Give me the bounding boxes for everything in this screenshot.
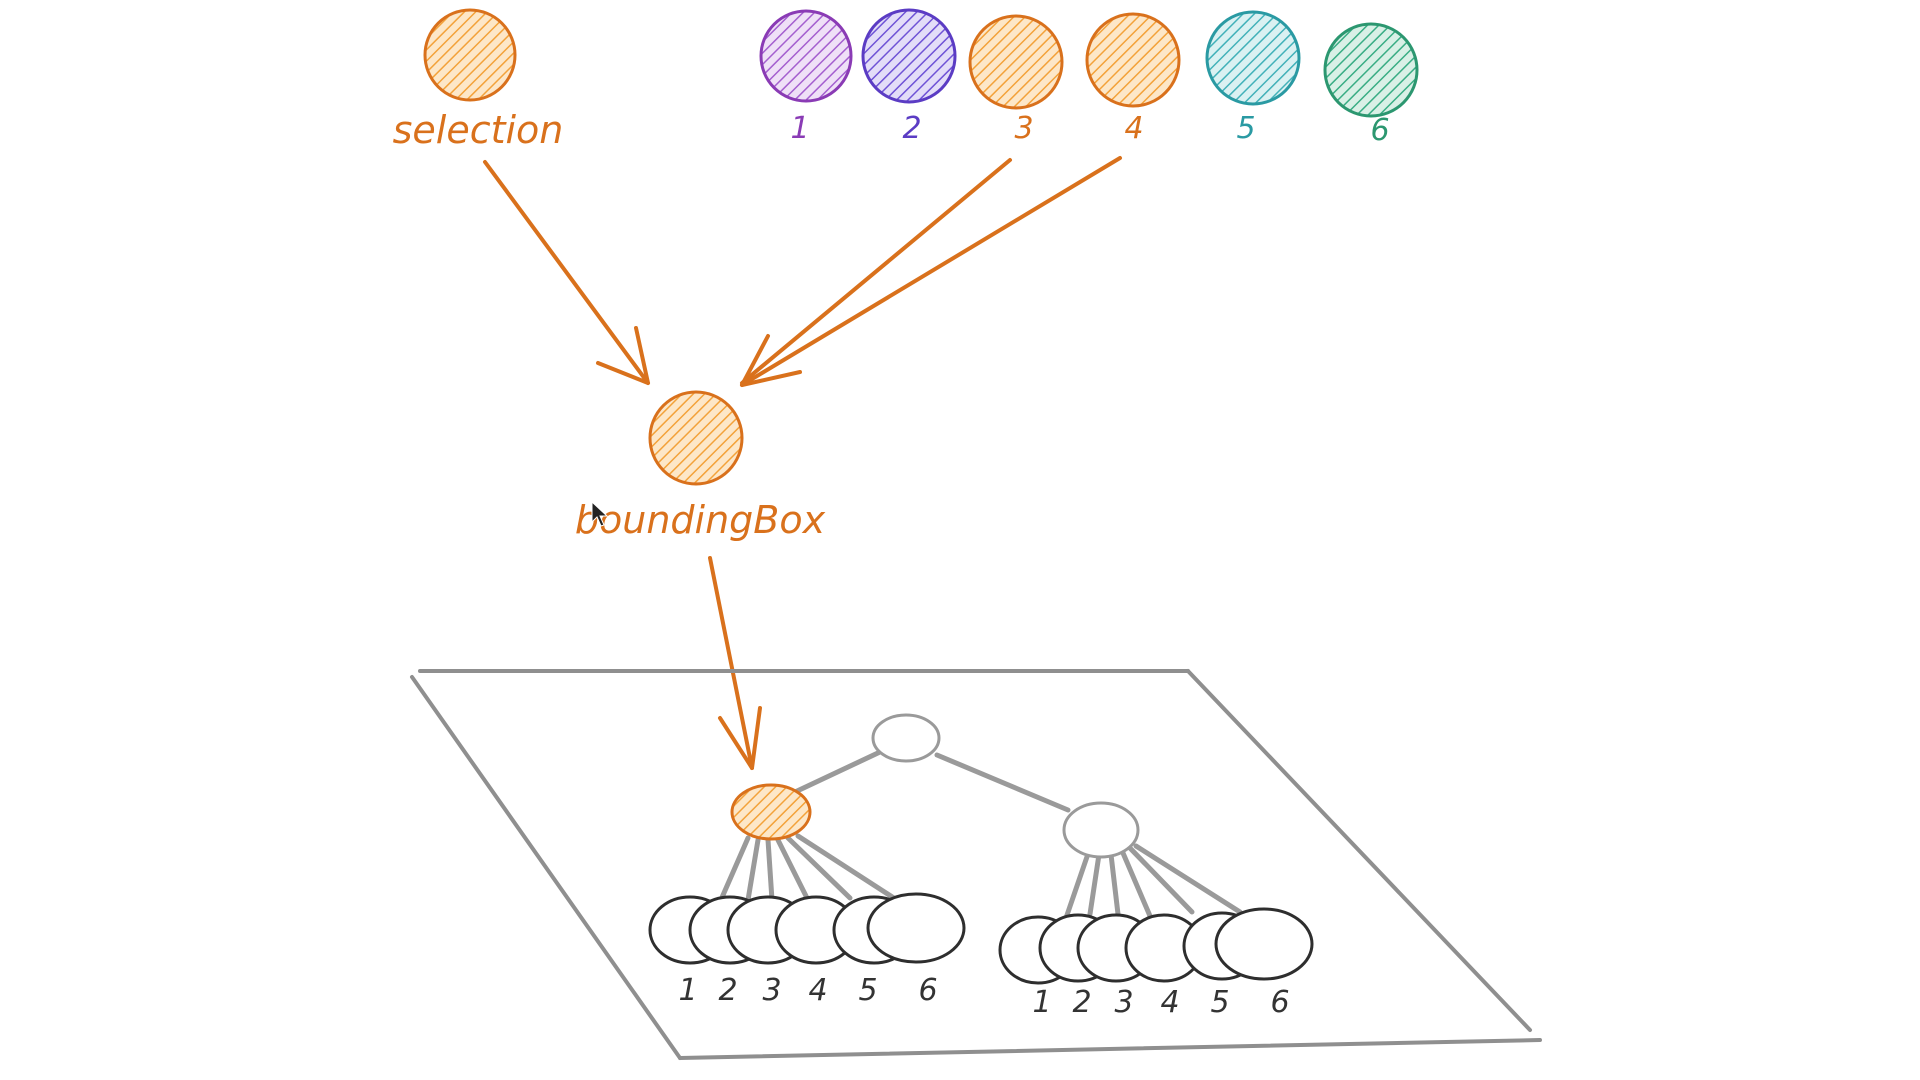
arrow-selection-to-boundingbox xyxy=(483,160,650,385)
right-leaf-label-2: 2 xyxy=(1072,985,1091,1020)
right-leaf-labels: 1 2 3 4 5 6 xyxy=(1032,985,1289,1020)
top-item-3: 3 xyxy=(968,14,1064,146)
top-item-6-circle xyxy=(1323,22,1419,118)
top-item-5: 5 xyxy=(1205,10,1301,146)
left-leaf-labels: 1 2 3 4 5 6 xyxy=(678,973,937,1008)
top-item-4: 4 xyxy=(1085,12,1181,146)
top-item-2: 2 xyxy=(861,8,957,146)
top-items: 1 2 3 4 5 6 xyxy=(759,8,1419,148)
left-leaves xyxy=(648,892,966,965)
top-item-4-label: 4 xyxy=(1124,111,1143,146)
right-leaf-label-6: 6 xyxy=(1270,985,1289,1020)
selection-node: selection xyxy=(393,8,564,152)
left-leaf-label-6: 6 xyxy=(918,973,937,1008)
left-leaf-label-4: 4 xyxy=(808,973,827,1008)
top-item-5-circle xyxy=(1205,10,1301,106)
left-leaf-label-5: 5 xyxy=(858,973,877,1008)
top-item-3-circle xyxy=(968,14,1064,110)
right-leaf-6 xyxy=(1214,907,1314,981)
right-leaf-label-3: 3 xyxy=(1114,985,1133,1020)
right-leaf-label-4: 4 xyxy=(1160,985,1179,1020)
mouse-cursor-icon xyxy=(591,500,609,527)
top-item-5-label: 5 xyxy=(1236,111,1255,146)
tree-right-node xyxy=(1062,801,1140,859)
right-leaf-label-1: 1 xyxy=(1032,985,1051,1020)
left-leaf-label-3: 3 xyxy=(762,973,781,1008)
top-item-1-circle xyxy=(759,9,853,103)
arrow-item3-to-boundingbox xyxy=(740,158,1012,385)
bounding-box-node: boundingBox xyxy=(575,390,826,542)
spatial-index-plane xyxy=(410,669,1542,1060)
top-item-6-label: 6 xyxy=(1370,113,1389,148)
top-item-1: 1 xyxy=(759,9,853,146)
top-item-2-label: 2 xyxy=(902,111,921,146)
tree-left-node-highlighted xyxy=(730,783,812,841)
input-arrows xyxy=(483,156,1122,387)
bounding-box-circle xyxy=(648,390,744,486)
tree-edges xyxy=(717,749,1243,921)
top-item-1-label: 1 xyxy=(790,111,809,146)
top-item-4-circle xyxy=(1085,12,1181,108)
left-leaf-label-2: 2 xyxy=(718,973,737,1008)
selection-circle xyxy=(423,8,517,102)
left-leaf-label-1: 1 xyxy=(678,973,697,1008)
right-leaf-label-5: 5 xyxy=(1210,985,1229,1020)
right-leaves xyxy=(998,907,1314,985)
left-leaf-6 xyxy=(866,892,966,964)
arrow-boundingbox-to-tree xyxy=(708,556,762,770)
top-item-6: 6 xyxy=(1323,22,1419,148)
top-item-3-label: 3 xyxy=(1014,111,1033,146)
arrow-item4-to-boundingbox xyxy=(740,156,1122,387)
tree-root-node xyxy=(871,713,941,763)
top-item-2-circle xyxy=(861,8,957,104)
bounding-box-label: boundingBox xyxy=(575,498,826,542)
selection-label: selection xyxy=(393,108,564,152)
